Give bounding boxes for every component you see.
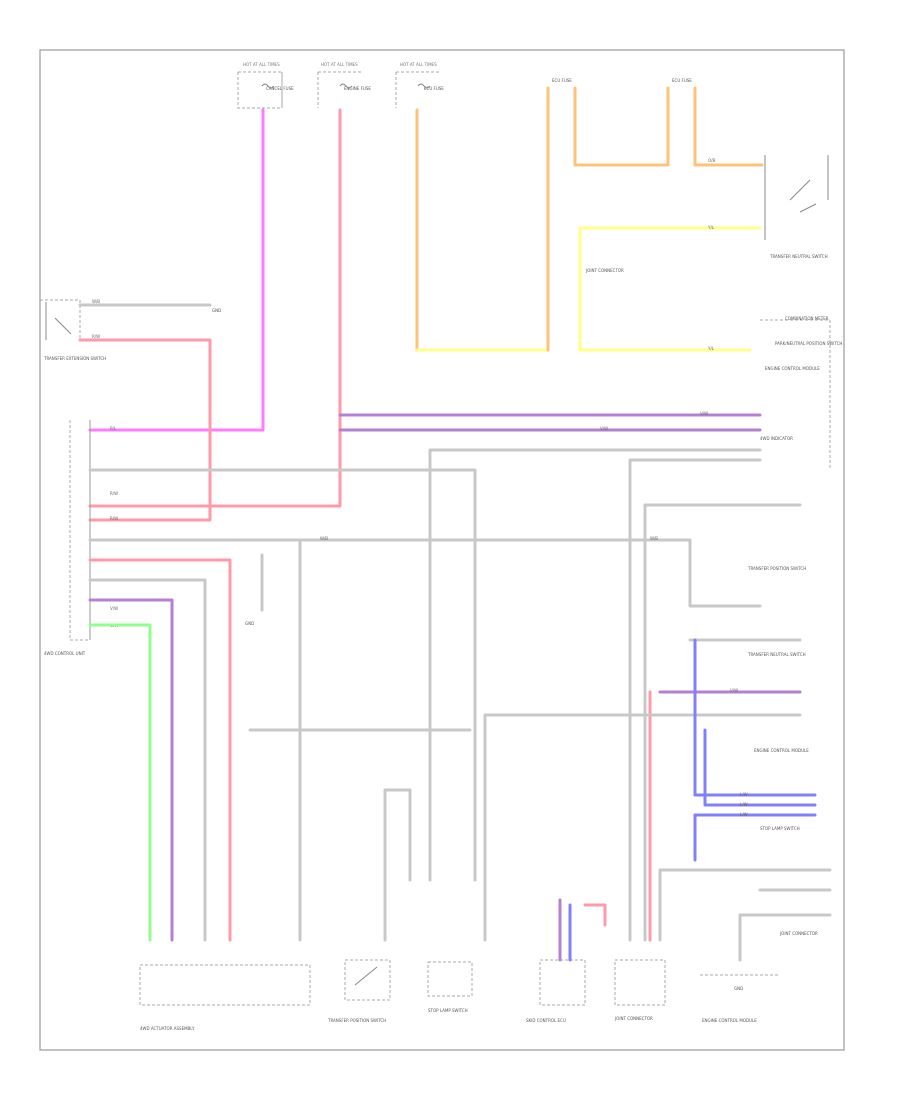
fuse-3-top: HOT AT ALL TIMES bbox=[400, 62, 437, 67]
transfer-switch-bottom-label: TRANSFER POSITION SWITCH bbox=[327, 1018, 386, 1023]
wire-blue-code: L/W bbox=[740, 792, 748, 797]
fuse-block: HOT AT ALL TIMES HOT AT ALL TIMES HOT AT… bbox=[237, 62, 444, 109]
stop-switch-label: STOP LAMP SWITCH bbox=[760, 826, 800, 831]
fuse-3-label: ECU FUSE bbox=[424, 86, 444, 91]
fuse-1-top: HOT AT ALL TIMES bbox=[243, 62, 280, 67]
wire-orange-code: O/B bbox=[708, 158, 715, 163]
engine-control-label: ENGINE CONTROL MODULE bbox=[754, 748, 809, 753]
wire-yellow-code-2: Y/L bbox=[707, 346, 715, 351]
wire-blue-code-3: L/W bbox=[740, 812, 748, 817]
wire-purple-code-2: V/W bbox=[600, 426, 608, 431]
fuse-2-top: HOT AT ALL TIMES bbox=[321, 62, 358, 67]
wire-blue-code-2: L/W bbox=[740, 802, 748, 807]
joint-connector-label: JOINT CONNECTOR bbox=[779, 931, 818, 936]
actuator-label: 4WD ACTUATOR ASSEMBLY bbox=[140, 1026, 195, 1031]
relay-2-label: ECU FUSE bbox=[672, 78, 692, 83]
relay-1-label: ECU FUSE bbox=[552, 78, 572, 83]
left-switch-label: TRANSFER EXTENSION SWITCH bbox=[43, 356, 106, 361]
wire-red-code-2: R/W bbox=[110, 491, 118, 496]
left-ground-label: GND bbox=[212, 308, 221, 313]
wire-purple-code-3: V/W bbox=[110, 606, 118, 611]
control-unit-label: 4WD CONTROL UNIT bbox=[44, 651, 86, 656]
control-unit: 4WD CONTROL UNIT P/L R/W R/W V/W G/W bbox=[44, 420, 118, 656]
relay-wiring: ECU FUSE ECU FUSE JOINT CONNECTOR O/B Y/… bbox=[546, 78, 829, 352]
wire-red-code: R/W bbox=[92, 334, 100, 339]
park-switch-label: PARK/NEUTRAL POSITION SWITCH bbox=[775, 341, 842, 346]
harness-wires: GND W/B W/B bbox=[88, 448, 802, 942]
engine-ecu-label: ENGINE CONTROL MODULE bbox=[765, 366, 820, 371]
combo-meter-label: COMBINATION METER bbox=[785, 316, 829, 321]
wire-red-code-3: R/W bbox=[110, 516, 118, 521]
left-switch: W/B R/W GND TRANSFER EXTENSION SWITCH bbox=[40, 299, 221, 522]
right-connector-bottom-label: JOINT CONNECTOR bbox=[614, 1016, 653, 1021]
wire-purple-code-4: V/W bbox=[730, 688, 738, 693]
relay-switch-label: TRANSFER NEUTRAL SWITCH bbox=[769, 254, 828, 259]
neutral-switch-label: TRANSFER NEUTRAL SWITCH bbox=[747, 652, 806, 657]
buzzer-label: 4WD INDICATOR bbox=[760, 436, 793, 441]
fuse-2-label: ENGINE FUSE bbox=[344, 86, 371, 91]
feed-wires bbox=[88, 108, 762, 508]
right-middle-switches: TRANSFER POSITION SWITCH TRANSFER NEUTRA… bbox=[248, 566, 832, 962]
wire-gray-code: W/B bbox=[92, 299, 100, 304]
wire-purple-code: V/W bbox=[700, 411, 708, 416]
diagram-frame bbox=[39, 49, 845, 1051]
skid-control-label: SKID CONTROL ECU bbox=[526, 1018, 566, 1023]
right-components: COMBINATION METER PARK/NEUTRAL POSITION … bbox=[600, 316, 842, 470]
wire-gray-code-3: W/B bbox=[650, 536, 658, 541]
relay-3-label: JOINT CONNECTOR bbox=[585, 268, 624, 273]
ground-bottom-label: GND bbox=[734, 986, 743, 991]
wire-yellow-code: Y/L bbox=[707, 225, 715, 230]
bottom-components: 4WD ACTUATOR ASSEMBLY TRANSFER POSITION … bbox=[139, 898, 780, 1031]
fuse-1-label: CANCEL FUSE bbox=[266, 86, 294, 91]
stop-switch-bottom-label: STOP LAMP SWITCH bbox=[428, 1008, 468, 1013]
wire-pink-code: P/L bbox=[110, 426, 117, 431]
transfer-switch-label: TRANSFER POSITION SWITCH bbox=[747, 566, 806, 571]
engine-ecu-bottom-label: ENGINE CONTROL MODULE bbox=[702, 1018, 757, 1023]
gnd-stub-label: GND bbox=[245, 621, 254, 626]
wire-gray-code-2: W/B bbox=[320, 536, 328, 541]
